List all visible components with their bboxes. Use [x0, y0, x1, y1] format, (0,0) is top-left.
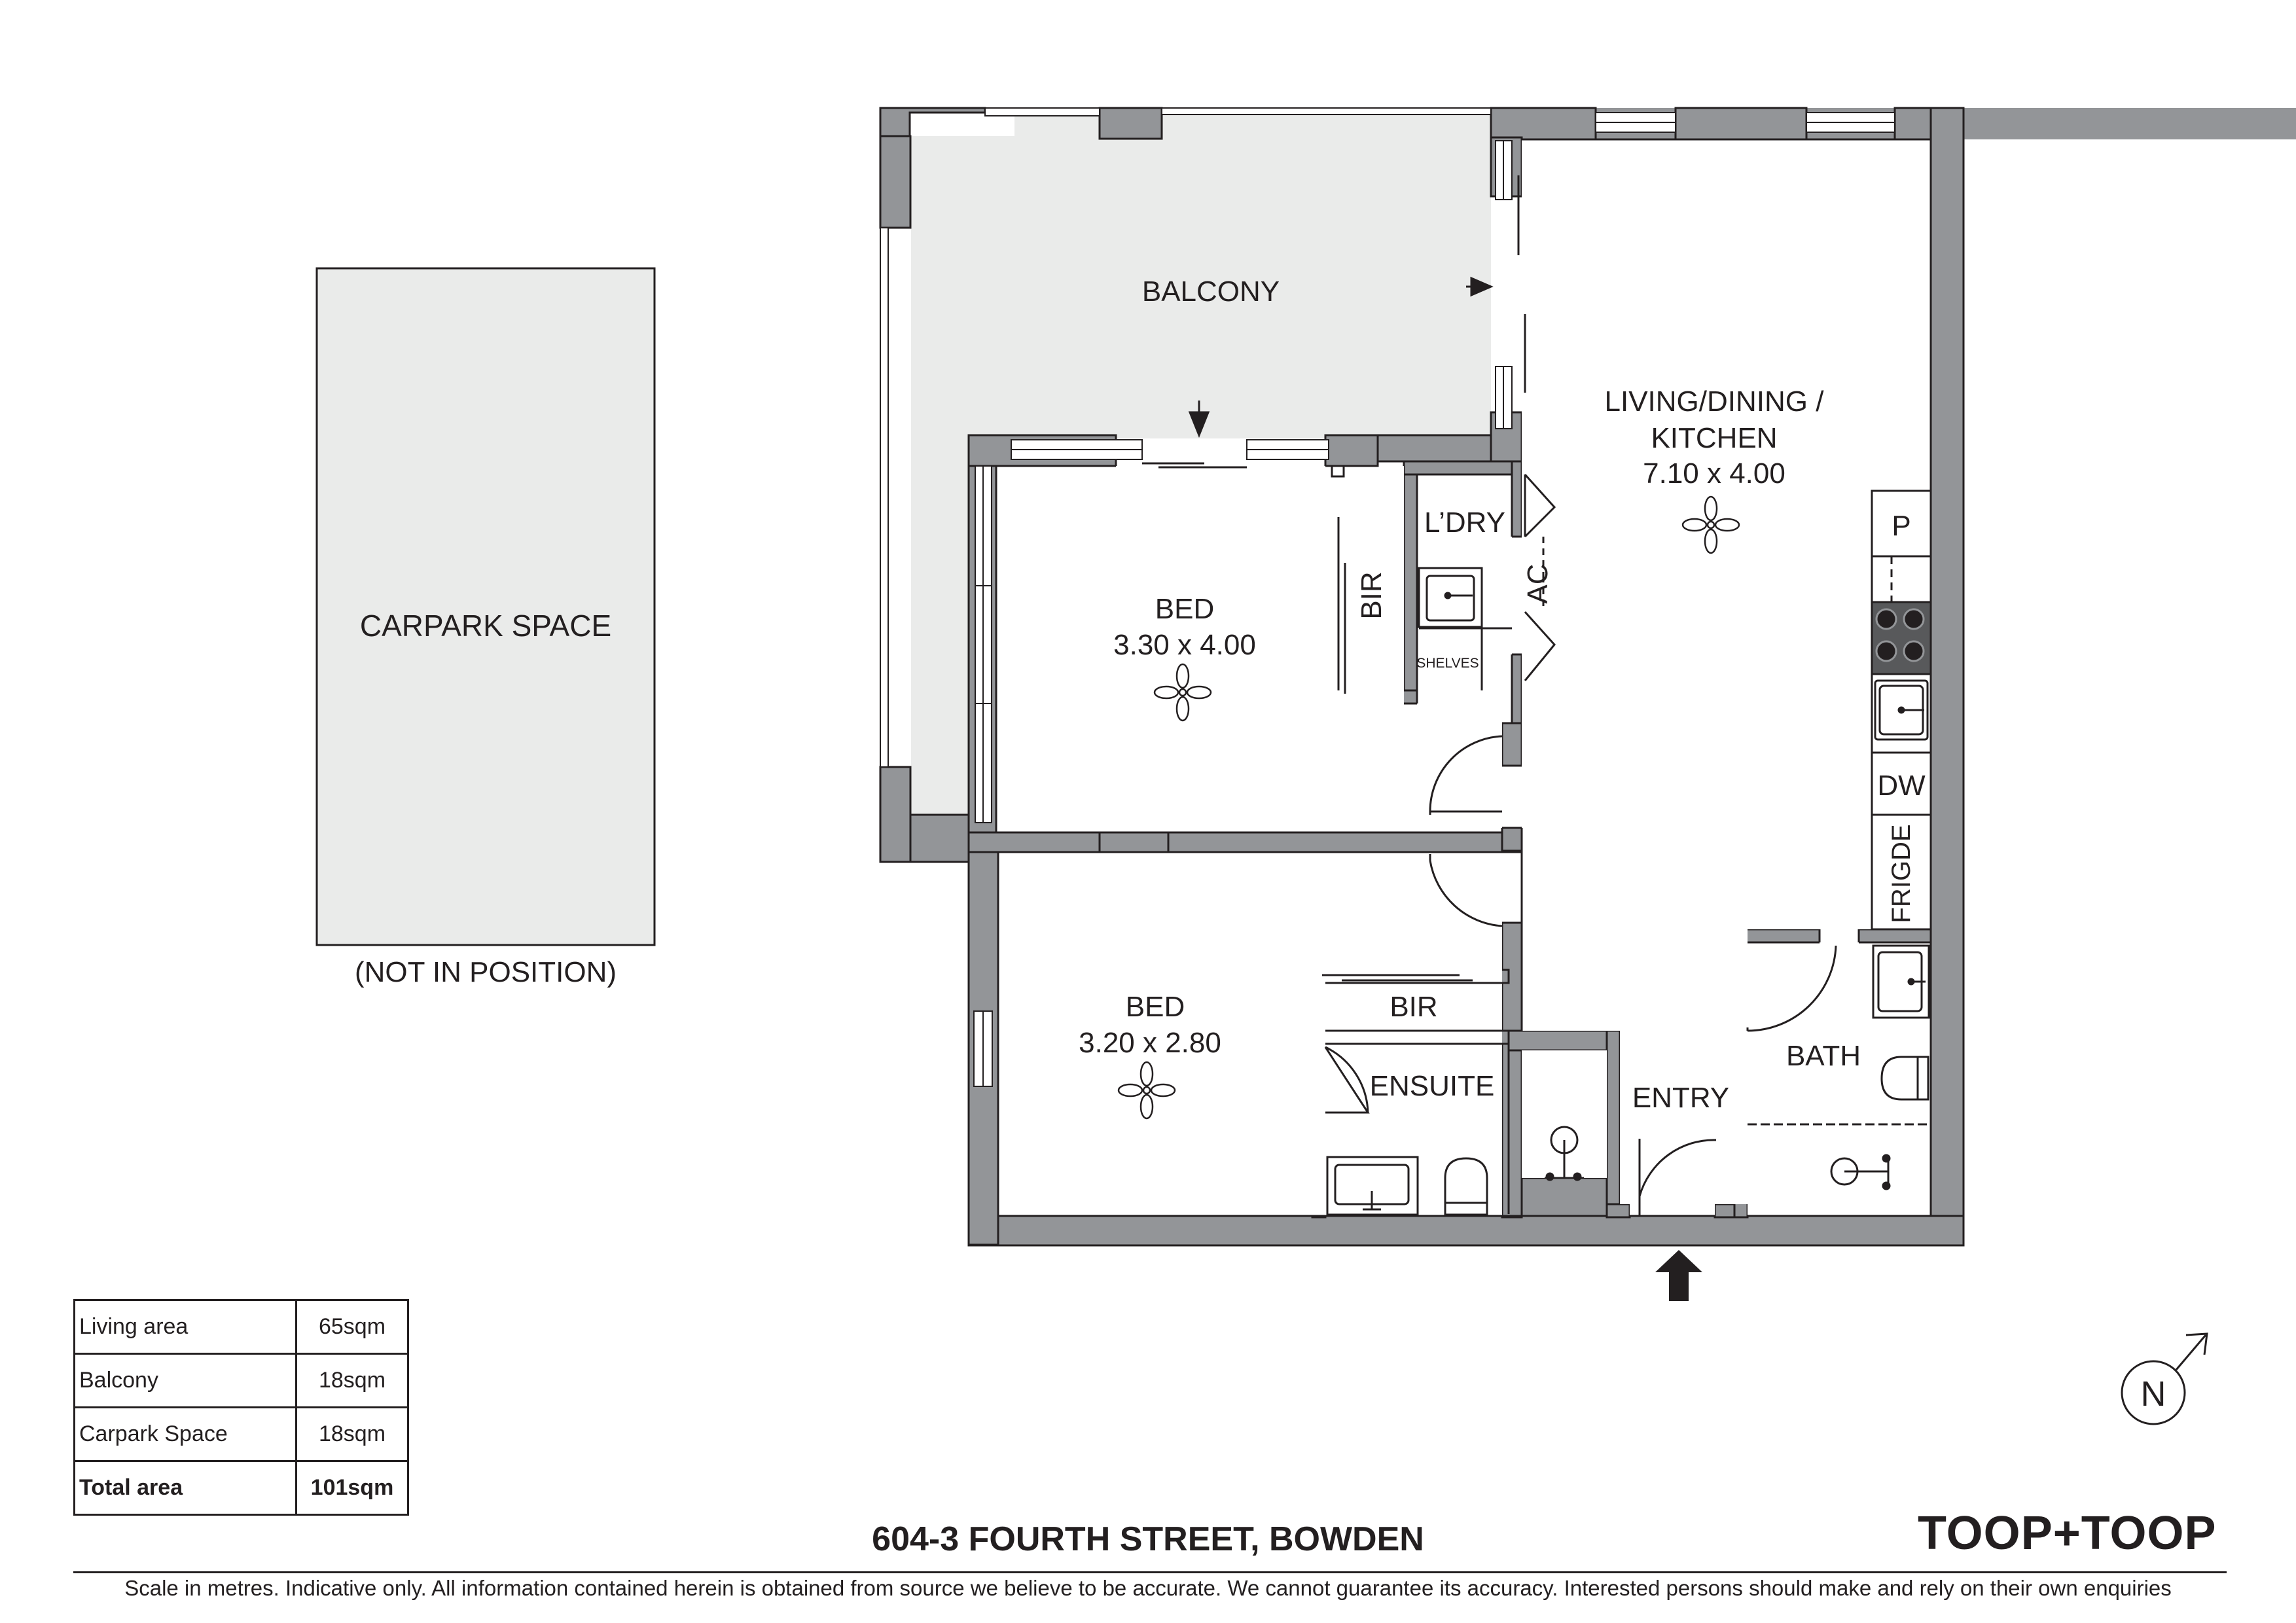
carpark-label: CARPARK SPACE	[360, 609, 611, 643]
bath-shower-icon	[1830, 1154, 1891, 1190]
bed2-label: BED	[1126, 991, 1185, 1023]
north-letter: N	[2141, 1374, 2166, 1414]
bed2-door	[1429, 860, 1503, 927]
bath-fixtures	[1748, 944, 1930, 1190]
balcony-label: BALCONY	[1142, 276, 1280, 308]
bir1-label: BIR	[1355, 571, 1388, 619]
window-balcony-west	[880, 227, 889, 768]
dishwasher	[1871, 751, 1932, 816]
bed1-door	[1429, 735, 1503, 815]
swing-doors	[1324, 473, 1837, 1216]
kitchen-bench	[1871, 490, 1932, 931]
bed1-floor	[996, 466, 1404, 832]
bed1-size: 3.30 x 4.00	[1113, 629, 1256, 661]
laundry-door-top	[1524, 473, 1556, 538]
disclaimer-text: Scale in metres. Indicative only. All in…	[124, 1576, 2172, 1600]
fridge	[1871, 813, 1932, 931]
exterior-wall-south	[967, 1215, 1965, 1247]
fridge-label: FRIGDE	[1887, 824, 1916, 923]
area-name: Carpark Space	[73, 1406, 297, 1462]
bed1-label: BED	[1155, 593, 1214, 625]
living-label-line2: KITCHEN	[1651, 422, 1777, 454]
ensuite-toilet-icon	[1444, 1157, 1488, 1216]
sliding-doors	[1142, 175, 1526, 982]
living-size: 7.10 x 4.00	[1643, 457, 1785, 490]
ceiling-fan-icon	[1117, 1061, 1176, 1120]
window-balcony-top	[984, 107, 1100, 116]
ceiling-fans	[1117, 495, 1740, 1120]
total-value: 101sqm	[295, 1460, 409, 1516]
property-address: 604-3 FOURTH STREET, BOWDEN	[872, 1520, 1424, 1558]
windows	[880, 107, 1895, 1087]
outline-lines	[995, 138, 1932, 1217]
arrow-down-icon	[1188, 411, 1210, 438]
ceiling-fan-icon	[1153, 663, 1212, 722]
bath-door	[1747, 945, 1837, 1032]
area-name: Living area	[73, 1299, 297, 1355]
arrow-right-icon	[1470, 276, 1494, 297]
table-row: Carpark Space 18sqm	[73, 1406, 409, 1462]
table-row: Balcony 18sqm	[73, 1353, 409, 1408]
balcony-wall-west	[879, 135, 912, 229]
laundry-door-bottom	[1524, 611, 1556, 681]
laundry-label: L’DRY	[1424, 507, 1505, 539]
floors	[996, 139, 1931, 1216]
footer-divider	[73, 1571, 2227, 1573]
entry-arrow-icon	[1655, 1250, 1702, 1301]
room-labels: BALCONY LIVING/DINING / KITCHEN 7.10 x 4…	[1079, 276, 1926, 1114]
ac-label: AC	[1522, 563, 1554, 603]
balcony-floor	[910, 111, 1491, 832]
dishwasher-label: DW	[1877, 770, 1926, 802]
area-value: 18sqm	[295, 1353, 409, 1408]
ceiling-fan-icon	[1681, 495, 1740, 554]
living-floor-area	[1522, 139, 1931, 1216]
bed2-size: 3.20 x 2.80	[1079, 1027, 1221, 1059]
area-value: 18sqm	[295, 1406, 409, 1462]
north-compass-icon: N	[2121, 1332, 2208, 1425]
entry-door	[1638, 1139, 1717, 1216]
ensuite-shower-icon	[1545, 1126, 1584, 1181]
area-value: 65sqm	[295, 1299, 409, 1355]
table-row: Living area 65sqm	[73, 1299, 409, 1355]
balcony-access-arrows	[1188, 276, 1494, 438]
bath-toilet-icon	[1880, 1056, 1929, 1101]
brand-logo: TOOP+TOOP	[1918, 1507, 2217, 1560]
ensuite-fixtures	[1326, 1047, 1584, 1216]
shelves-label: SHELVES	[1416, 656, 1479, 671]
carpark-note: (NOT IN POSITION)	[355, 956, 617, 988]
balcony-wall-top	[879, 107, 986, 137]
entry-label: ENTRY	[1632, 1082, 1729, 1114]
area-table: Living area 65sqm Balcony 18sqm Carpark …	[73, 1299, 409, 1516]
carpark-space: CARPARK SPACE (NOT IN POSITION)	[315, 267, 656, 988]
pantry	[1871, 490, 1932, 558]
table-row-total: Total area 101sqm	[73, 1460, 409, 1516]
bir2-label: BIR	[1390, 991, 1437, 1023]
ensuite-label: ENSUITE	[1370, 1070, 1495, 1102]
living-label-line1: LIVING/DINING /	[1605, 385, 1825, 418]
area-name: Balcony	[73, 1353, 297, 1408]
exterior-wall-east	[1929, 107, 1965, 1247]
total-name: Total area	[73, 1460, 297, 1516]
bath-label: BATH	[1786, 1040, 1861, 1072]
laundry-sink-icon	[1418, 567, 1512, 690]
pantry-label: P	[1892, 510, 1910, 542]
